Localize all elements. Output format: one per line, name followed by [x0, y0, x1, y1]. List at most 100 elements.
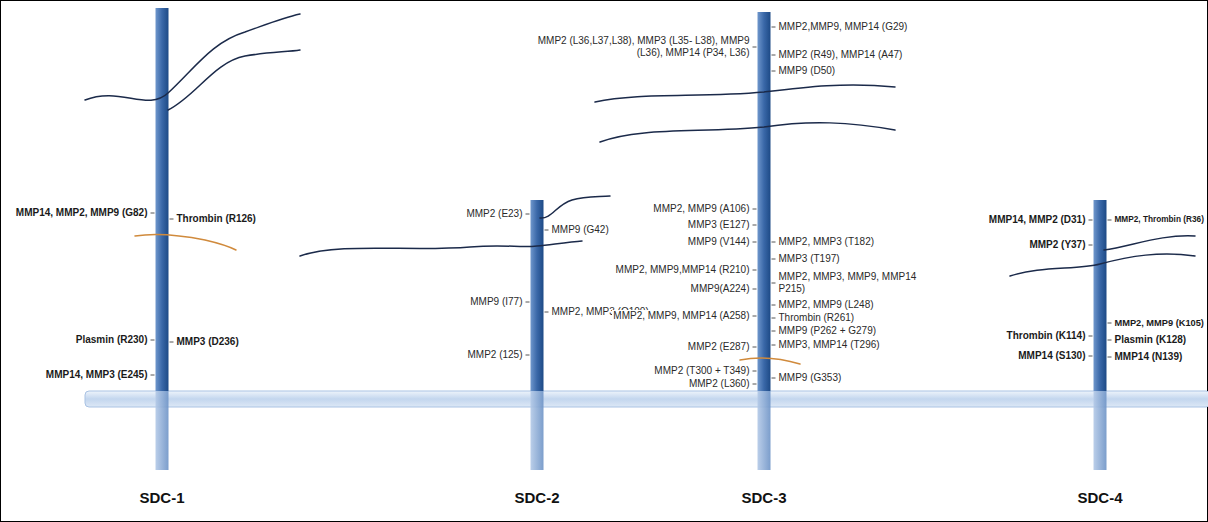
site-tick: [526, 355, 530, 356]
site-tick: [772, 331, 776, 332]
site-tick: [1108, 357, 1112, 358]
cleavage-site-label: MMP3 (T197): [778, 253, 841, 265]
cleavage-site-label: MMP14 (S130): [1017, 350, 1086, 362]
site-tick: [170, 219, 174, 220]
cleavage-site-label: MMP3, MMP14 (T296): [778, 339, 881, 351]
cleavage-site-label: MMP9 (D50): [778, 65, 837, 77]
site-tick: [545, 230, 549, 231]
site-tick: [753, 242, 757, 243]
cleavage-site-label: MMP2 (R49), MMP14 (A47): [778, 49, 904, 61]
cleavage-site-label: MMP14, MMP2 (D31): [988, 214, 1087, 226]
cleavage-site-label: MMP2 (Y37): [1028, 239, 1086, 251]
site-tick: [772, 27, 776, 28]
site-tick: [526, 214, 530, 215]
gag-chains: [85, 14, 1195, 364]
core-proteins: [156, 8, 1107, 470]
cleavage-site-label: MMP2, MMP9 (L248): [778, 299, 875, 311]
site-tick: [151, 340, 155, 341]
cleavage-site-label: MMP2, MMP9, MMP14 (A258): [612, 310, 750, 322]
cleavage-site-label: MMP2, MMP3 (T182): [778, 236, 876, 248]
site-tick: [772, 283, 776, 284]
cleavage-site-label: MMP9 (V144): [687, 236, 751, 248]
site-tick: [170, 342, 174, 343]
site-tick: [753, 47, 757, 48]
transmembrane-domain: [758, 391, 771, 470]
site-tick: [753, 270, 757, 271]
site-tick: [772, 242, 776, 243]
transmembrane-domain: [156, 391, 169, 470]
cleavage-site-label: MMP2 (T300 + T349): [653, 365, 750, 377]
site-tick: [1089, 356, 1093, 357]
site-tick: [545, 312, 549, 313]
cleavage-site-label: MMP2,MMP9, MMP14 (G29): [778, 21, 909, 33]
cleavage-site-label: MMP3 (E127): [687, 219, 751, 231]
site-tick: [1089, 245, 1093, 246]
syndecan-name: SDC-3: [740, 489, 787, 507]
site-tick: [753, 384, 757, 385]
cleavage-site-label: MMP2 (E23): [465, 208, 523, 220]
site-tick: [753, 347, 757, 348]
cleavage-site-label: Thrombin (R261): [778, 312, 856, 324]
cleavage-site-label: Plasmin (R230): [75, 334, 149, 346]
cleavage-site-label: MMP2, MMP9 (K105): [1114, 318, 1205, 329]
cleavage-site-label: MMP2, MMP9 (A106): [652, 203, 750, 215]
site-tick: [151, 375, 155, 376]
cleavage-site-label: MMP2 (E287): [687, 341, 751, 353]
cleavage-site-label: MMP2, MMP3, MMP9, MMP14 P215): [778, 271, 920, 295]
site-tick: [772, 345, 776, 346]
core-protein: [758, 12, 771, 391]
gag-chain: [300, 241, 582, 256]
site-tick: [772, 305, 776, 306]
gag-chain: [595, 85, 895, 102]
cleavage-site-label: MMP2, MMP9,MMP14 (R210): [615, 264, 751, 276]
site-tick: [753, 316, 757, 317]
site-tick: [1108, 323, 1112, 324]
site-tick: [1108, 220, 1112, 221]
syndecan-name: SDC-2: [513, 489, 560, 507]
gag-chain: [540, 196, 610, 218]
cleavage-site-label: Plasmin (K128): [1114, 334, 1188, 346]
cleavage-site-label: MMP3 (D236): [176, 336, 240, 348]
cleavage-site-label: MMP14, MMP3 (E245): [45, 369, 149, 381]
cleavage-site-label: MMP9 (G353): [778, 372, 843, 384]
gag-chain: [85, 14, 300, 100]
syndecan-name: SDC-4: [1076, 489, 1123, 507]
cleavage-site-label: MMP9 (P262 + G279): [778, 325, 878, 337]
site-tick: [772, 71, 776, 72]
site-tick: [526, 302, 530, 303]
site-tick: [753, 209, 757, 210]
core-protein: [531, 200, 544, 391]
transmembrane-domain: [531, 391, 544, 470]
gag-chain: [600, 123, 895, 142]
cleavage-site-label: MMP14, MMP2, MMP9 (G82): [15, 207, 149, 219]
site-tick: [772, 259, 776, 260]
cleavage-site-label: MMP9 (I77): [469, 296, 523, 308]
core-protein: [156, 8, 169, 391]
site-ticks: [151, 27, 1112, 384]
cleavage-site-label: MMP14 (N139): [1114, 351, 1184, 363]
site-tick: [753, 371, 757, 372]
site-tick: [1089, 220, 1093, 221]
cs-chain: [740, 358, 800, 364]
cleavage-site-label: MMP9(A224): [690, 283, 751, 295]
cleavage-site-label: MMP9 (G42): [551, 224, 610, 236]
site-tick: [772, 378, 776, 379]
cleavage-site-label: MMP2 (L36,L37,L38), MMP3 (L35- L38), MMP…: [534, 35, 751, 59]
site-tick: [1108, 340, 1112, 341]
transmembrane-domain: [1094, 391, 1107, 470]
cleavage-site-label: Thrombin (R126): [176, 213, 257, 225]
site-tick: [772, 318, 776, 319]
cleavage-site-label: MMP2, Thrombin (R36): [1114, 215, 1205, 225]
site-tick: [753, 289, 757, 290]
core-protein: [1094, 200, 1107, 391]
cleavage-site-label: MMP2 (125): [466, 349, 523, 361]
cleavage-site-label: Thrombin (K114): [1006, 330, 1087, 342]
cs-chain: [135, 234, 236, 250]
gag-chain: [1010, 254, 1195, 276]
syndecan-name: SDC-1: [138, 489, 185, 507]
gag-chain: [1104, 236, 1195, 250]
cleavage-site-label: MMP2 (L360): [688, 378, 751, 390]
gag-chain: [168, 50, 300, 110]
